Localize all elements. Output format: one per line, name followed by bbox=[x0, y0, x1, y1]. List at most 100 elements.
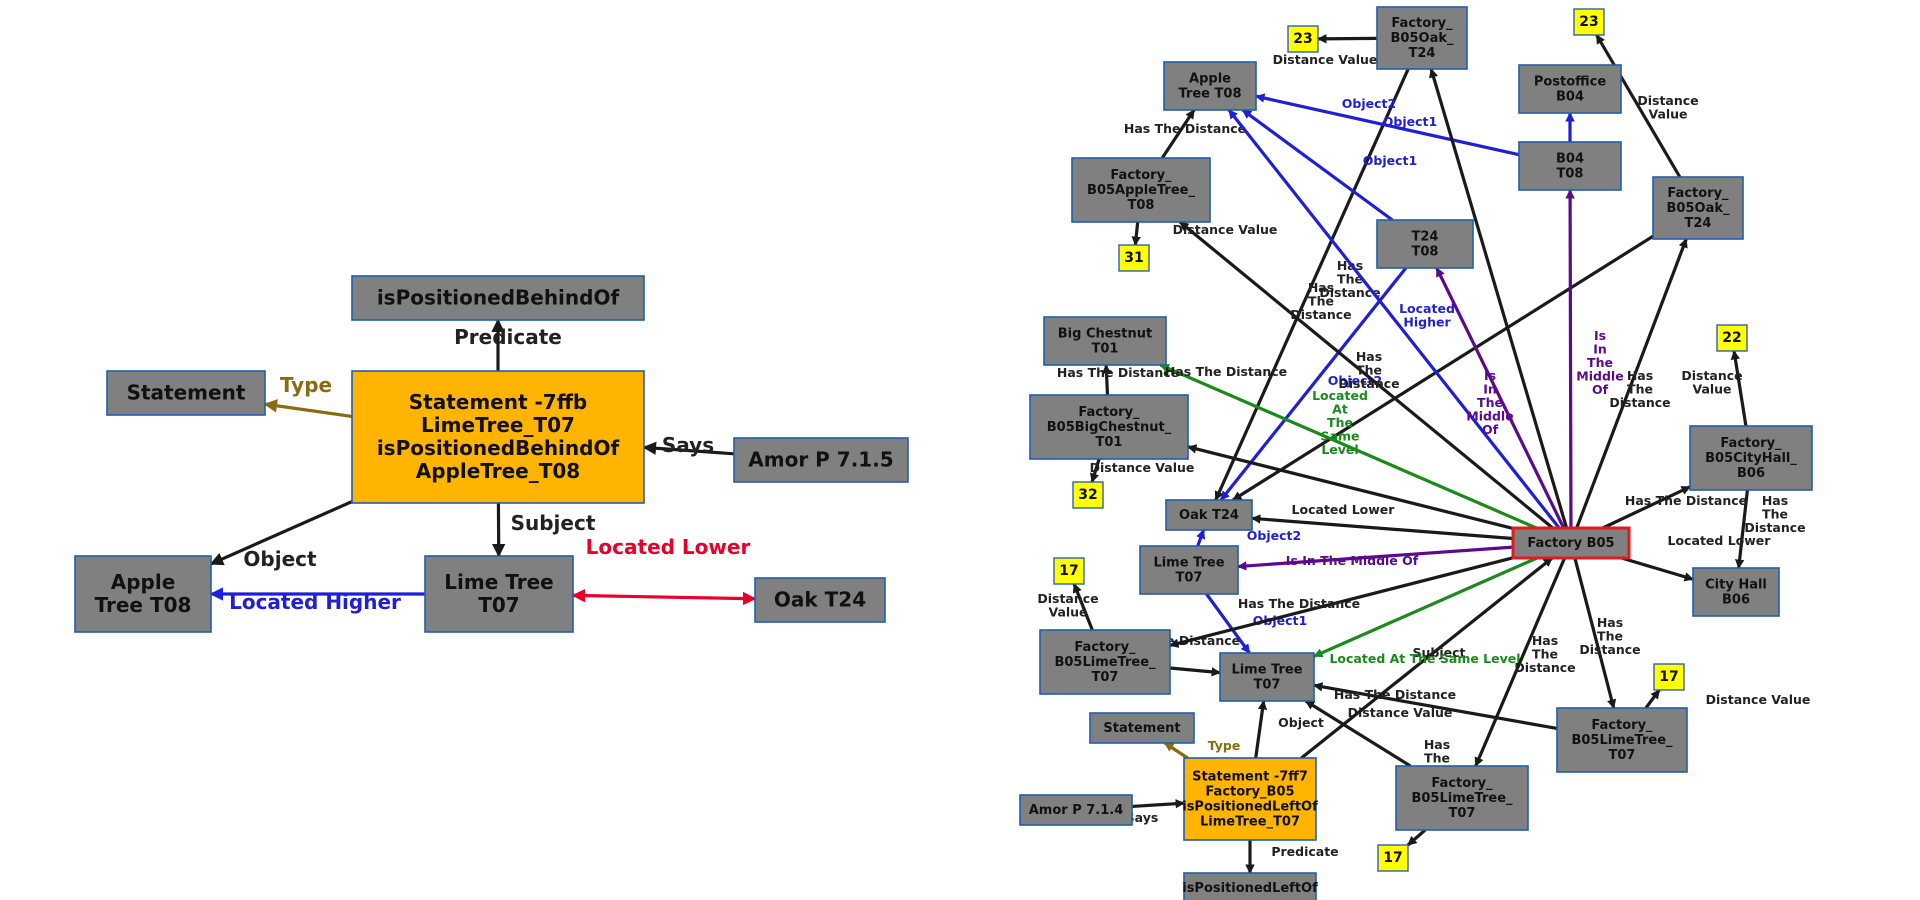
node-oak: Oak T24 bbox=[754, 577, 886, 623]
edge-label: Middle bbox=[1576, 369, 1623, 384]
edge-line bbox=[1644, 689, 1661, 709]
node-label: B05LimeTree_ bbox=[1571, 733, 1673, 748]
edge-label: Has bbox=[1532, 633, 1558, 648]
edge-fApple-to-n31: Distance Value bbox=[1131, 221, 1278, 246]
node-box bbox=[1689, 425, 1813, 491]
node-label: B05LimeTree_ bbox=[1411, 791, 1513, 806]
node-label: B06 bbox=[1737, 466, 1765, 481]
edge-line bbox=[1313, 556, 1538, 658]
node-label: isPositionedLeftOf bbox=[1182, 881, 1318, 896]
node-label: B05Oak_ bbox=[1391, 31, 1454, 46]
node-label: B06 bbox=[1722, 593, 1750, 608]
edge-t24t08-to-apple: Object1 bbox=[1241, 108, 1417, 222]
edge-stmt-to-stmtT: Type bbox=[1163, 738, 1240, 760]
edge-label: Level bbox=[1321, 442, 1358, 457]
edge-fBig-to-bigChest: Has The Distance bbox=[1057, 364, 1179, 396]
edge-label: Object1 bbox=[1383, 114, 1437, 129]
edge-line bbox=[1072, 583, 1094, 631]
node-label: T07 bbox=[1176, 571, 1203, 586]
edge-line bbox=[1573, 557, 1617, 709]
edge-fOakR-to-oak bbox=[1232, 234, 1654, 502]
edge-line bbox=[1163, 741, 1189, 760]
edge-label: The bbox=[1627, 382, 1653, 397]
edge-lime-to-oak: Located Lower bbox=[571, 535, 757, 606]
node-n32: 32 bbox=[1072, 481, 1104, 509]
node-label: B04 bbox=[1556, 90, 1584, 105]
edge-label: The bbox=[1532, 647, 1558, 662]
node-box bbox=[74, 555, 212, 633]
node-label: Tree T08 bbox=[95, 593, 192, 617]
edge-label: Distance bbox=[1744, 520, 1805, 535]
node-stmt: Statement -7ffbLimeTree_T07isPositionedB… bbox=[351, 370, 645, 504]
node-box bbox=[1556, 707, 1688, 773]
edge-line bbox=[1187, 444, 1514, 530]
edge-b04t08-to-apple: Object2 bbox=[1255, 93, 1520, 157]
edge-label: In bbox=[1593, 342, 1607, 357]
edge-line bbox=[1435, 267, 1566, 529]
node-box bbox=[1511, 526, 1631, 560]
edge-label: Of bbox=[1592, 382, 1609, 397]
node-stmtT: Statement bbox=[1089, 712, 1195, 744]
node-label: Factory_ bbox=[1667, 186, 1729, 201]
edge-label: Is bbox=[1484, 368, 1496, 383]
edge-label: The bbox=[1477, 395, 1503, 410]
edge-label: Has The Distance bbox=[1124, 121, 1246, 136]
node-box bbox=[1043, 316, 1167, 366]
node-fOakTop: Factory_B05Oak_T24 bbox=[1376, 6, 1468, 70]
edge-label: Distance bbox=[1609, 395, 1670, 410]
edge-label: Of bbox=[1482, 422, 1499, 437]
node-label: Statement -7ffb bbox=[409, 390, 588, 414]
node-label: B05CityHall_ bbox=[1705, 451, 1797, 466]
node-label: Apple bbox=[1189, 72, 1231, 87]
edge-label: Has The Distance bbox=[1625, 493, 1747, 508]
edge-label: Located Lower bbox=[1292, 502, 1396, 517]
edge-line bbox=[1241, 108, 1394, 222]
edge-label: Has The Distance bbox=[1334, 687, 1456, 702]
edge-fBig-to-n32: Distance Value bbox=[1090, 458, 1194, 483]
node-label: Factory_ bbox=[1074, 640, 1136, 655]
edge-line bbox=[1196, 529, 1206, 547]
edge-fLimeR-to-n17b: Distance Value bbox=[1644, 689, 1810, 709]
node-stmtType: Statement bbox=[106, 370, 266, 416]
edge-label: Has bbox=[1424, 737, 1450, 752]
edge-label: Subject bbox=[511, 511, 596, 535]
edge-label: Says bbox=[1126, 810, 1159, 825]
node-label: Factory_ bbox=[1110, 168, 1172, 183]
edge-label: Value bbox=[1648, 107, 1687, 122]
node-label: 31 bbox=[1124, 250, 1143, 266]
node-box bbox=[1376, 219, 1474, 269]
node-factory: Factory B05 bbox=[1511, 526, 1631, 560]
node-label: Factory_B05 bbox=[1205, 785, 1294, 800]
edge-label: Distance bbox=[1637, 93, 1698, 108]
edge-line bbox=[1169, 666, 1221, 677]
edge-line bbox=[1131, 221, 1141, 246]
node-box bbox=[106, 370, 266, 416]
node-label: Factory_ bbox=[1720, 436, 1782, 451]
edge-stmt-to-pred: Predicate bbox=[454, 318, 562, 371]
node-box bbox=[1518, 141, 1622, 191]
edge-label: Distance Value bbox=[1173, 222, 1278, 237]
node-label: City Hall bbox=[1705, 578, 1767, 593]
edge-line bbox=[1178, 220, 1554, 530]
node-label: T08 bbox=[1412, 245, 1439, 260]
edge-lime1-to-oak: Object2 bbox=[1196, 528, 1301, 547]
node-box bbox=[1395, 765, 1529, 831]
node-label: T07 bbox=[1609, 748, 1636, 763]
node-box bbox=[1163, 61, 1257, 111]
edge-line bbox=[571, 588, 757, 606]
edge-line bbox=[1251, 514, 1514, 541]
edge-fLimeB-to-n17c: Distance Value bbox=[1348, 705, 1452, 847]
node-fLimeL: Factory_B05LimeTree_T07 bbox=[1039, 629, 1171, 695]
node-label: 17 bbox=[1659, 669, 1678, 685]
edge-line bbox=[1730, 350, 1748, 427]
edge-factory-to-fCity: Has The Distance bbox=[1602, 485, 1747, 530]
edge-label: Distance bbox=[1579, 642, 1640, 657]
